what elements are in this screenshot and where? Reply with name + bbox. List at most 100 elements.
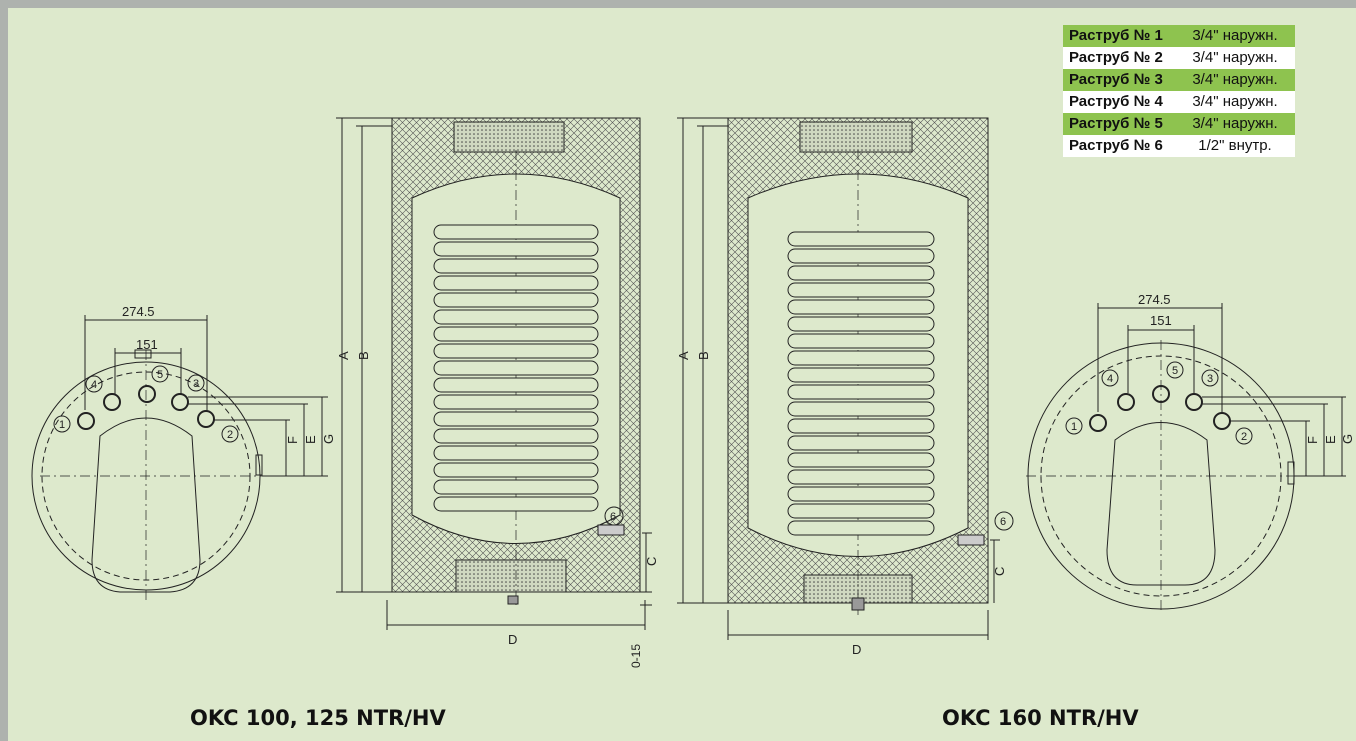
left-port-1 [77,412,95,430]
coil-turn [787,350,935,366]
right-port-5 [1152,385,1170,403]
coil-turn [433,360,599,376]
left-callout-4: 4 [91,379,97,391]
left-model-caption: OKC 100, 125 NTR/HV [190,706,446,730]
left-dim-C: C [644,557,659,566]
right-port-3 [1185,393,1203,411]
coil-turn [433,462,599,478]
right-section-view [677,117,1014,640]
left-top-view [31,315,328,600]
right-dim-G: G [1340,434,1355,444]
right-callout-3: 3 [1207,373,1213,385]
left-dim-D: D [508,632,517,647]
right-cover-plate [1106,422,1216,586]
left-callout-5: 5 [157,369,163,381]
port-name-cell: Раструб № 3 [1063,69,1175,91]
coil-turn [787,299,935,315]
left-port-3 [171,393,189,411]
coil-turn [433,428,599,444]
coil-turn [787,282,935,298]
right-section-labels: A B C D 6 [676,351,1007,657]
coil-turn [433,377,599,393]
coil-turn [787,248,935,264]
coil-turn [433,326,599,342]
coil-turn [787,418,935,434]
left-port-callouts: 1 2 3 4 5 [53,365,239,443]
left-dim-A: A [336,351,351,360]
port-size-cell: 3/4" наружн. [1175,91,1295,113]
coil-turn [433,258,599,274]
coil-turn [787,503,935,519]
left-top-labels: 274.5 151 F E G [122,304,336,444]
left-port-2 [197,410,215,428]
coil-turn [787,401,935,417]
coil-turn [433,241,599,257]
port-name-cell: Раструб № 6 [1063,135,1175,157]
right-model-caption: OKC 160 NTR/HV [942,706,1139,730]
coil-turn [787,486,935,502]
left-dim-narrow: 151 [136,337,158,352]
port-size-cell: 1/2" внутр. [1175,135,1295,157]
left-section-view [336,117,652,630]
right-callout-2: 2 [1241,431,1247,443]
right-port-1 [1089,414,1107,432]
right-callout-1: 1 [1071,421,1077,433]
port-size-cell: 3/4" наружн. [1175,25,1295,47]
coil-turn [787,316,935,332]
left-callout-2: 2 [227,429,233,441]
port-size-cell: 3/4" наружн. [1175,69,1295,91]
coil-turn [787,333,935,349]
coil-turn [433,292,599,308]
coil-turn [433,394,599,410]
left-port-4 [103,393,121,411]
coil-turn [433,224,599,240]
coil-turn [787,452,935,468]
right-callout-4: 4 [1107,373,1113,385]
right-dim-D: D [852,642,861,657]
left-callout-3: 3 [193,378,199,390]
coil-turn [433,496,599,512]
port-name-cell: Раструб № 5 [1063,113,1175,135]
right-dim-A: A [676,351,691,360]
coil-turn [787,520,935,536]
left-port-5 [138,385,156,403]
port-name-cell: Раструб № 1 [1063,25,1175,47]
left-dim-B: B [356,351,371,360]
right-callout-6: 6 [1000,516,1006,528]
left-dim-wide: 274.5 [122,304,155,319]
coil-turn [787,435,935,451]
right-dim-C: C [992,567,1007,576]
coil-turn [787,469,935,485]
left-section-labels: A B C D 0-15 6 [336,351,659,668]
coil-turn [433,275,599,291]
left-dim-G: G [321,434,336,444]
port-name-cell: Раструб № 4 [1063,91,1175,113]
left-coil [433,224,599,512]
coil-turn [787,265,935,281]
right-dim-narrow: 151 [1150,313,1172,328]
port-size-cell: 3/4" наружн. [1175,47,1295,69]
coil-turn [787,384,935,400]
right-dim-wide: 274.5 [1138,292,1171,307]
coil-turn [787,367,935,383]
left-callout-1: 1 [59,419,65,431]
left-callout-6: 6 [610,511,616,523]
coil-turn [787,231,935,247]
coil-turn [433,309,599,325]
right-port-2 [1213,412,1231,430]
coil-turn [433,445,599,461]
right-port-callouts: 1 2 3 4 5 [1065,361,1253,445]
right-coil [787,231,935,536]
port-name-cell: Раструб № 2 [1063,47,1175,69]
left-dim-E: E [303,435,318,444]
left-cover-plate [91,417,201,593]
right-port-4 [1117,393,1135,411]
